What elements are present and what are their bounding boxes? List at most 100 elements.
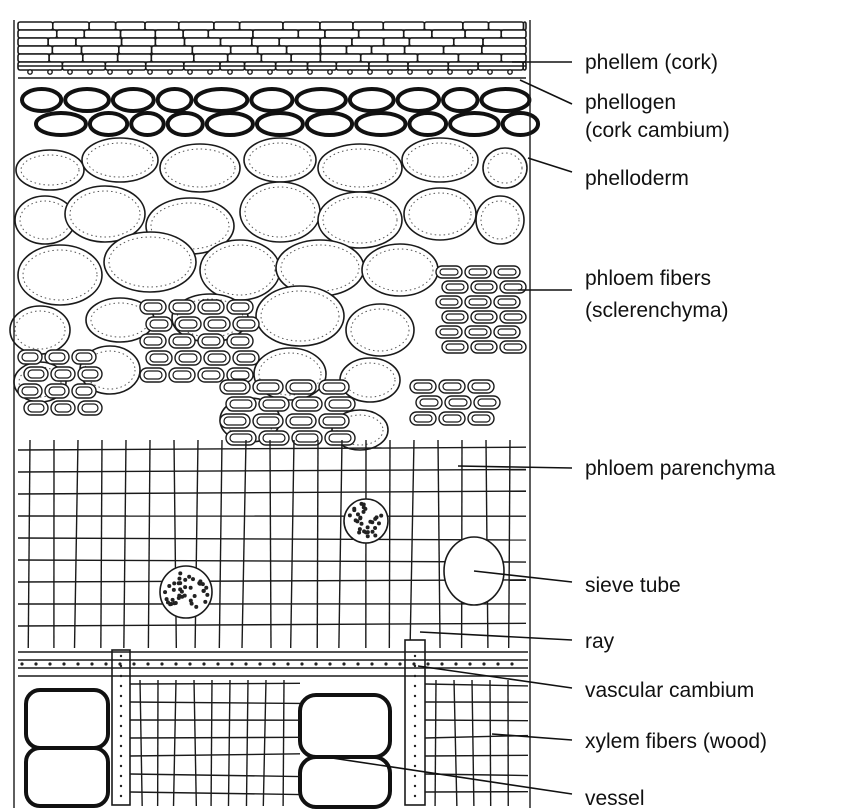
fiber-lumen bbox=[82, 404, 98, 412]
ray-dot bbox=[414, 765, 416, 767]
cork-pore bbox=[348, 70, 352, 74]
cork-pore bbox=[248, 70, 252, 74]
vessel-element bbox=[26, 690, 108, 748]
label-sieve-tube: sieve tube bbox=[585, 574, 681, 597]
cork-pore bbox=[88, 70, 92, 74]
parenchyma-cell bbox=[244, 138, 316, 182]
xylem-wall bbox=[174, 680, 176, 806]
fiber-lumen bbox=[446, 344, 464, 350]
sieve-plate-dot bbox=[177, 577, 181, 581]
phellem-layer bbox=[18, 22, 526, 78]
xylem-wall bbox=[130, 702, 300, 703]
ray-dot bbox=[414, 735, 416, 737]
cork-pore bbox=[208, 70, 212, 74]
sieve-plate-dot bbox=[356, 512, 360, 516]
parenchyma-cell bbox=[483, 148, 527, 188]
cork-cell bbox=[183, 30, 208, 38]
cork-cell bbox=[291, 54, 320, 62]
phellogen-cell bbox=[296, 89, 345, 111]
fiber-lumen bbox=[202, 337, 220, 345]
cork-pore bbox=[28, 70, 32, 74]
cork-cell bbox=[82, 46, 119, 54]
parenchyma-wall bbox=[18, 491, 526, 494]
fiber-lumen bbox=[469, 269, 487, 275]
cork-pore bbox=[128, 70, 132, 74]
fiber-lumen bbox=[202, 303, 220, 311]
sieve-plate-dot bbox=[178, 587, 182, 591]
parenchyma-cell bbox=[16, 150, 84, 190]
sieve-plate-dot bbox=[362, 529, 366, 533]
cork-cell bbox=[501, 54, 526, 62]
cork-pore bbox=[508, 70, 512, 74]
cork-cell bbox=[18, 30, 57, 38]
cambium-dot bbox=[258, 662, 261, 665]
ray-dot bbox=[120, 755, 122, 757]
parenchyma-cell bbox=[10, 306, 70, 354]
fiber-lumen bbox=[179, 320, 197, 328]
sieve-plate-dot bbox=[174, 601, 178, 605]
parenchyma-wall bbox=[28, 440, 30, 648]
cambium-dot bbox=[160, 662, 163, 665]
cork-cell bbox=[320, 54, 360, 62]
fiber-lumen bbox=[443, 383, 461, 390]
cambium-dot bbox=[48, 662, 51, 665]
fiber-lumen bbox=[76, 387, 92, 395]
cork-cell bbox=[352, 38, 384, 46]
cork-cell bbox=[89, 22, 116, 30]
fiber-lumen bbox=[22, 387, 38, 395]
ray-dot bbox=[120, 685, 122, 687]
parenchyma-wall bbox=[18, 623, 526, 626]
sieve-plate-dot bbox=[203, 600, 207, 604]
fiber-lumen bbox=[224, 383, 246, 391]
fiber-lumen bbox=[144, 303, 162, 311]
cork-cell bbox=[372, 46, 405, 54]
leader-xylem-fibers bbox=[492, 734, 572, 740]
phellogen-cell bbox=[65, 89, 109, 111]
sieve-plate-dot bbox=[362, 510, 366, 514]
cambium-dot bbox=[510, 662, 513, 665]
label-vessel: vessel bbox=[585, 787, 645, 810]
sieve-plate-dot bbox=[379, 514, 383, 518]
cork-pore bbox=[428, 70, 432, 74]
cork-cell bbox=[151, 54, 193, 62]
cork-cell bbox=[320, 38, 352, 46]
cork-pore bbox=[328, 70, 332, 74]
sieve-plate-dot bbox=[167, 584, 171, 588]
fiber-lumen bbox=[263, 434, 285, 442]
cork-cell bbox=[240, 22, 283, 30]
fiber-lumen bbox=[478, 399, 496, 406]
parenchyma-wall bbox=[410, 440, 414, 648]
fiber-lumen bbox=[498, 269, 516, 275]
cork-cell bbox=[261, 54, 291, 62]
sieve-plate-dot bbox=[172, 581, 176, 585]
parenchyma-cell bbox=[104, 232, 196, 292]
cork-cell bbox=[18, 46, 52, 54]
cork-cell bbox=[482, 46, 526, 54]
fiber-lumen bbox=[498, 299, 516, 305]
phellogen-cell bbox=[307, 113, 352, 135]
ray-dot bbox=[414, 795, 416, 797]
phellogen-cell bbox=[158, 89, 192, 111]
sieve-plate-dot bbox=[183, 585, 187, 589]
sieve-plate-dot bbox=[198, 581, 202, 585]
xylem-wall bbox=[194, 680, 196, 806]
sieve-plate-dot bbox=[202, 589, 206, 593]
tissue-drawing bbox=[10, 20, 538, 808]
cambium-dot bbox=[188, 662, 191, 665]
sieve-plate-dot bbox=[362, 505, 366, 509]
fiber-lumen bbox=[28, 370, 44, 378]
xylem-region bbox=[26, 680, 528, 807]
sieve-plate-dot bbox=[355, 519, 359, 523]
fiber-lumen bbox=[440, 269, 458, 275]
phellogen-cell bbox=[482, 89, 530, 111]
label-phellogen: phellogen bbox=[585, 91, 676, 114]
sieve-plate-dot bbox=[370, 520, 374, 524]
fiber-lumen bbox=[469, 299, 487, 305]
cork-cell bbox=[388, 54, 418, 62]
ray-dot bbox=[414, 695, 416, 697]
phellogen-cell bbox=[398, 89, 439, 111]
phellogen-cell bbox=[36, 113, 86, 135]
fiber-lumen bbox=[323, 383, 345, 391]
cork-cell bbox=[214, 22, 240, 30]
ray-dot bbox=[120, 745, 122, 747]
